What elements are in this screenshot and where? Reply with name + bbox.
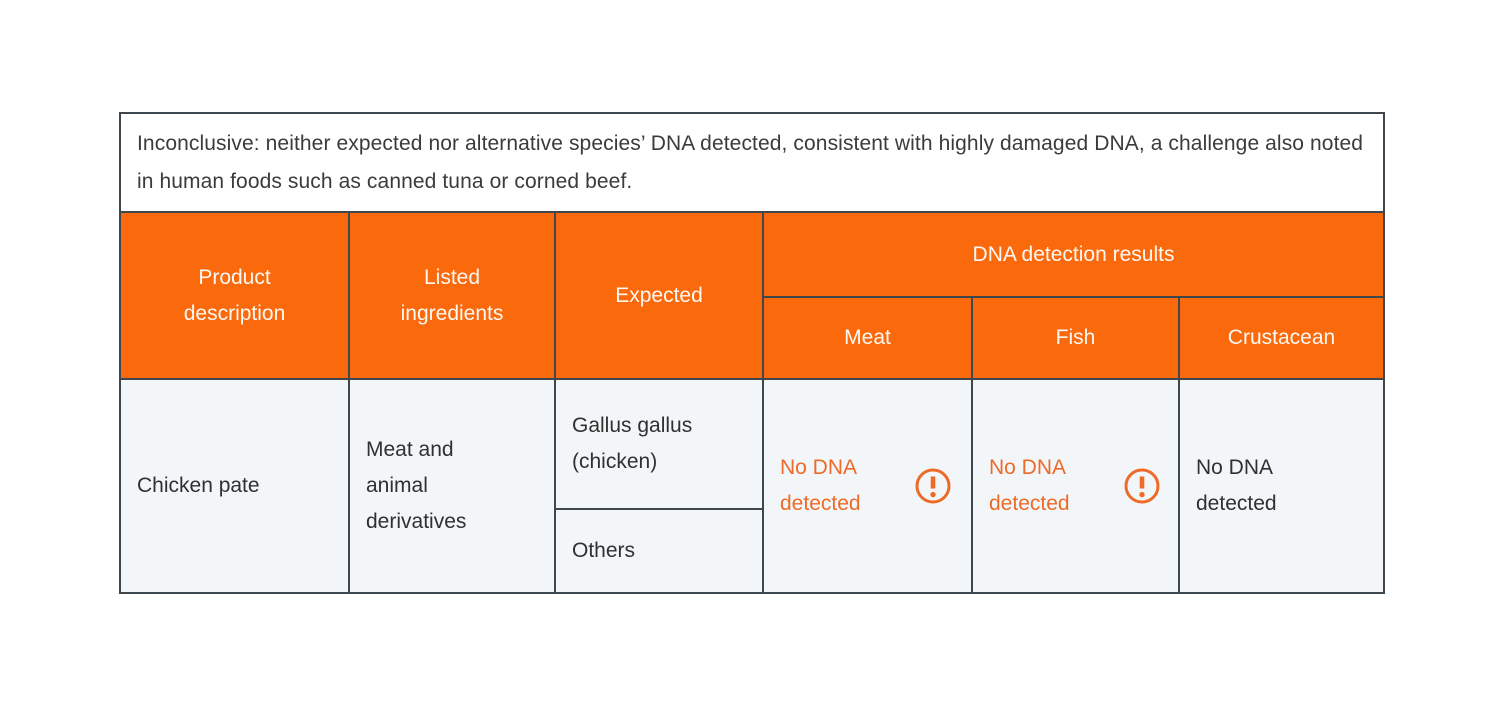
cell-crustacean-result: No DNA detected — [1180, 380, 1383, 592]
header-dna-detection-results-label: DNA detection results — [972, 242, 1175, 266]
cell-product-description: Chicken pate — [121, 380, 348, 592]
header-expected-label: Expected — [615, 283, 703, 307]
expected-others-value: Others — [572, 539, 636, 562]
header-fish-label: Fish — [1055, 326, 1096, 349]
meat-result-value: No DNA detected — [780, 456, 861, 515]
dna-results-table: Inconclusive: neither expected nor alter… — [119, 112, 1385, 594]
header-dna-detection-results: DNA detection results — [764, 213, 1383, 296]
exclamation-circle-icon — [914, 467, 952, 505]
cell-meat-result: No DNA detected — [764, 380, 971, 592]
product-description-value: Chicken pate — [137, 474, 260, 497]
table-grid: Inconclusive: neither expected nor alter… — [121, 114, 1383, 592]
header-product-description: Product description — [121, 213, 348, 378]
header-listed-ingredients: Listed ingredients — [350, 213, 554, 378]
exclamation-circle-icon — [1123, 467, 1161, 505]
header-crustacean-label: Crustacean — [1227, 326, 1336, 349]
fish-result-value: No DNA detected — [989, 456, 1070, 515]
inconclusive-note: Inconclusive: neither expected nor alter… — [121, 114, 1383, 211]
header-meat: Meat — [764, 298, 971, 378]
cell-fish-result: No DNA detected — [973, 380, 1178, 592]
cell-expected-species: Gallus gallus (chicken) — [556, 380, 762, 508]
listed-ingredients-value: Meat and animal derivatives — [366, 438, 467, 533]
inconclusive-note-text: Inconclusive: neither expected nor alter… — [137, 131, 1364, 193]
crustacean-result-value: No DNA detected — [1196, 456, 1277, 515]
header-fish: Fish — [973, 298, 1178, 378]
header-expected: Expected — [556, 213, 762, 378]
header-meat-label: Meat — [844, 326, 891, 349]
expected-species-value: Gallus gallus (chicken) — [572, 414, 693, 473]
header-listed-ingredients-label: Listed ingredients — [400, 265, 504, 325]
header-product-description-label: Product description — [183, 265, 286, 325]
cell-expected-others: Others — [556, 510, 762, 592]
header-crustacean: Crustacean — [1180, 298, 1383, 378]
cell-listed-ingredients: Meat and animal derivatives — [350, 380, 554, 592]
